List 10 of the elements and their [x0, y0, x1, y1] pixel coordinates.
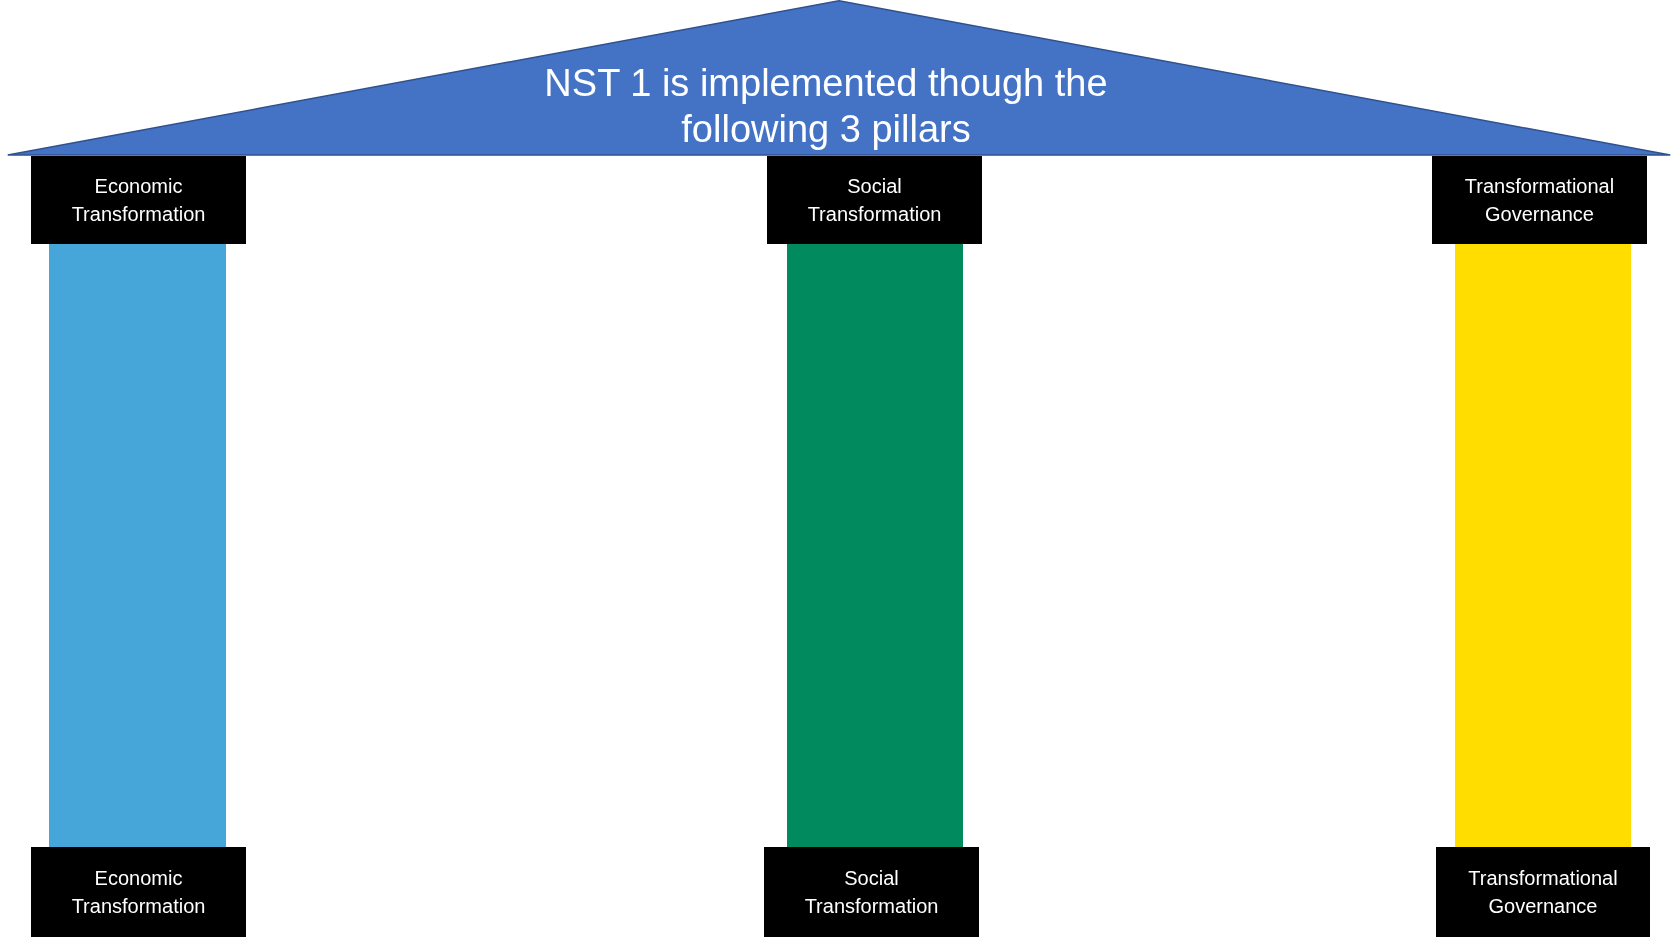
pillar-column	[787, 244, 963, 847]
pillar-base: Economic Transformation	[31, 847, 246, 937]
roof-title: NST 1 is implemented though the following 3 pillars	[543, 61, 1109, 152]
pillar-base: Social Transformation	[764, 847, 979, 937]
pillar-base: Transformational Governance	[1436, 847, 1650, 937]
pillar-column	[1455, 244, 1631, 847]
pillar-capital: Social Transformation	[767, 156, 982, 244]
pillar-capital: Economic Transformation	[31, 156, 246, 244]
pillar-capital: Transformational Governance	[1432, 156, 1647, 244]
pillar-column	[49, 244, 226, 847]
